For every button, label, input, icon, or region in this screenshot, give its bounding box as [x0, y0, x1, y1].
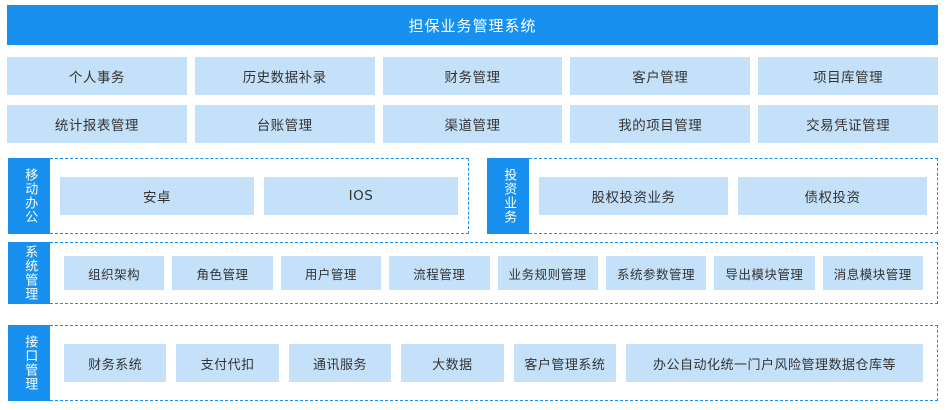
group-system-management: 系统管理 组织架构 角色管理 用户管理 流程管理 业务规则管理 系统参数管理 导…: [8, 242, 938, 304]
group-body-investment-business: 股权投资业务 债权投资: [529, 158, 938, 234]
module-tile-debt-investment[interactable]: 债权投资: [738, 177, 927, 215]
module-tile-payment-deduction[interactable]: 支付代扣: [176, 344, 279, 382]
group-body-interface-management: 财务系统 支付代扣 通讯服务 大数据 客户管理系统 办公自动化统一门户风险管理数…: [50, 325, 938, 401]
module-tile-history-data-entry[interactable]: 历史数据补录: [194, 57, 375, 95]
module-tile-message-module-management[interactable]: 消息模块管理: [822, 256, 923, 290]
group-label-investment-business-text: 投资业务: [501, 168, 517, 224]
module-tile-office-automation-portal-risk-data-warehouse[interactable]: 办公自动化统一门户风险管理数据仓库等: [626, 344, 923, 382]
module-row-1: 个人事务 历史数据补录 财务管理 客户管理 项目库管理: [7, 57, 938, 95]
group-label-system-management-text: 系统管理: [22, 245, 38, 301]
module-tile-project-library-management[interactable]: 项目库管理: [758, 57, 938, 95]
module-tile-customer-management[interactable]: 客户管理: [570, 57, 751, 95]
module-tile-system-parameter-management[interactable]: 系统参数管理: [605, 256, 707, 290]
module-tile-organization-structure[interactable]: 组织架构: [64, 256, 165, 290]
module-tile-user-management[interactable]: 用户管理: [280, 256, 382, 290]
module-tile-finance-management[interactable]: 财务管理: [382, 57, 563, 95]
module-tile-role-management[interactable]: 角色管理: [172, 256, 273, 290]
module-tile-big-data[interactable]: 大数据: [401, 344, 504, 382]
module-tile-export-module-management[interactable]: 导出模块管理: [714, 256, 815, 290]
module-tile-channel-management[interactable]: 渠道管理: [382, 105, 563, 143]
group-investment-business: 投资业务 股权投资业务 债权投资: [487, 158, 938, 234]
module-tile-statistics-report-management[interactable]: 统计报表管理: [7, 105, 187, 143]
page-title: 担保业务管理系统: [408, 16, 537, 35]
system-title-banner: 担保业务管理系统: [7, 5, 938, 45]
group-label-system-management: 系统管理: [8, 242, 50, 304]
module-tile-ios[interactable]: IOS: [264, 177, 458, 215]
module-tile-transaction-voucher-management[interactable]: 交易凭证管理: [758, 105, 938, 143]
module-tile-customer-management-system[interactable]: 客户管理系统: [513, 344, 617, 382]
module-tile-equity-investment-business[interactable]: 股权投资业务: [539, 177, 728, 215]
group-label-mobile-office: 移动办公: [8, 158, 50, 234]
group-interface-management: 接口管理 财务系统 支付代扣 通讯服务 大数据 客户管理系统 办公自动化统一门户…: [8, 325, 938, 401]
group-body-system-management: 组织架构 角色管理 用户管理 流程管理 业务规则管理 系统参数管理 导出模块管理…: [50, 242, 938, 304]
module-tile-communication-service[interactable]: 通讯服务: [288, 344, 392, 382]
module-tile-business-rule-management[interactable]: 业务规则管理: [497, 256, 598, 290]
group-label-mobile-office-text: 移动办公: [22, 168, 38, 224]
group-label-investment-business: 投资业务: [487, 158, 529, 234]
group-mobile-office: 移动办公 安卓 IOS: [8, 158, 469, 234]
module-tile-personal-affairs[interactable]: 个人事务: [7, 57, 187, 95]
module-tile-android[interactable]: 安卓: [60, 177, 254, 215]
module-tile-ledger-management[interactable]: 台账管理: [194, 105, 375, 143]
group-label-interface-management-text: 接口管理: [22, 335, 38, 391]
module-tile-finance-system[interactable]: 财务系统: [64, 344, 167, 382]
module-tile-my-project-management[interactable]: 我的项目管理: [570, 105, 751, 143]
group-body-mobile-office: 安卓 IOS: [50, 158, 469, 234]
module-tile-process-management[interactable]: 流程管理: [389, 256, 490, 290]
module-row-2: 统计报表管理 台账管理 渠道管理 我的项目管理 交易凭证管理: [7, 105, 938, 143]
group-label-interface-management: 接口管理: [8, 325, 50, 401]
